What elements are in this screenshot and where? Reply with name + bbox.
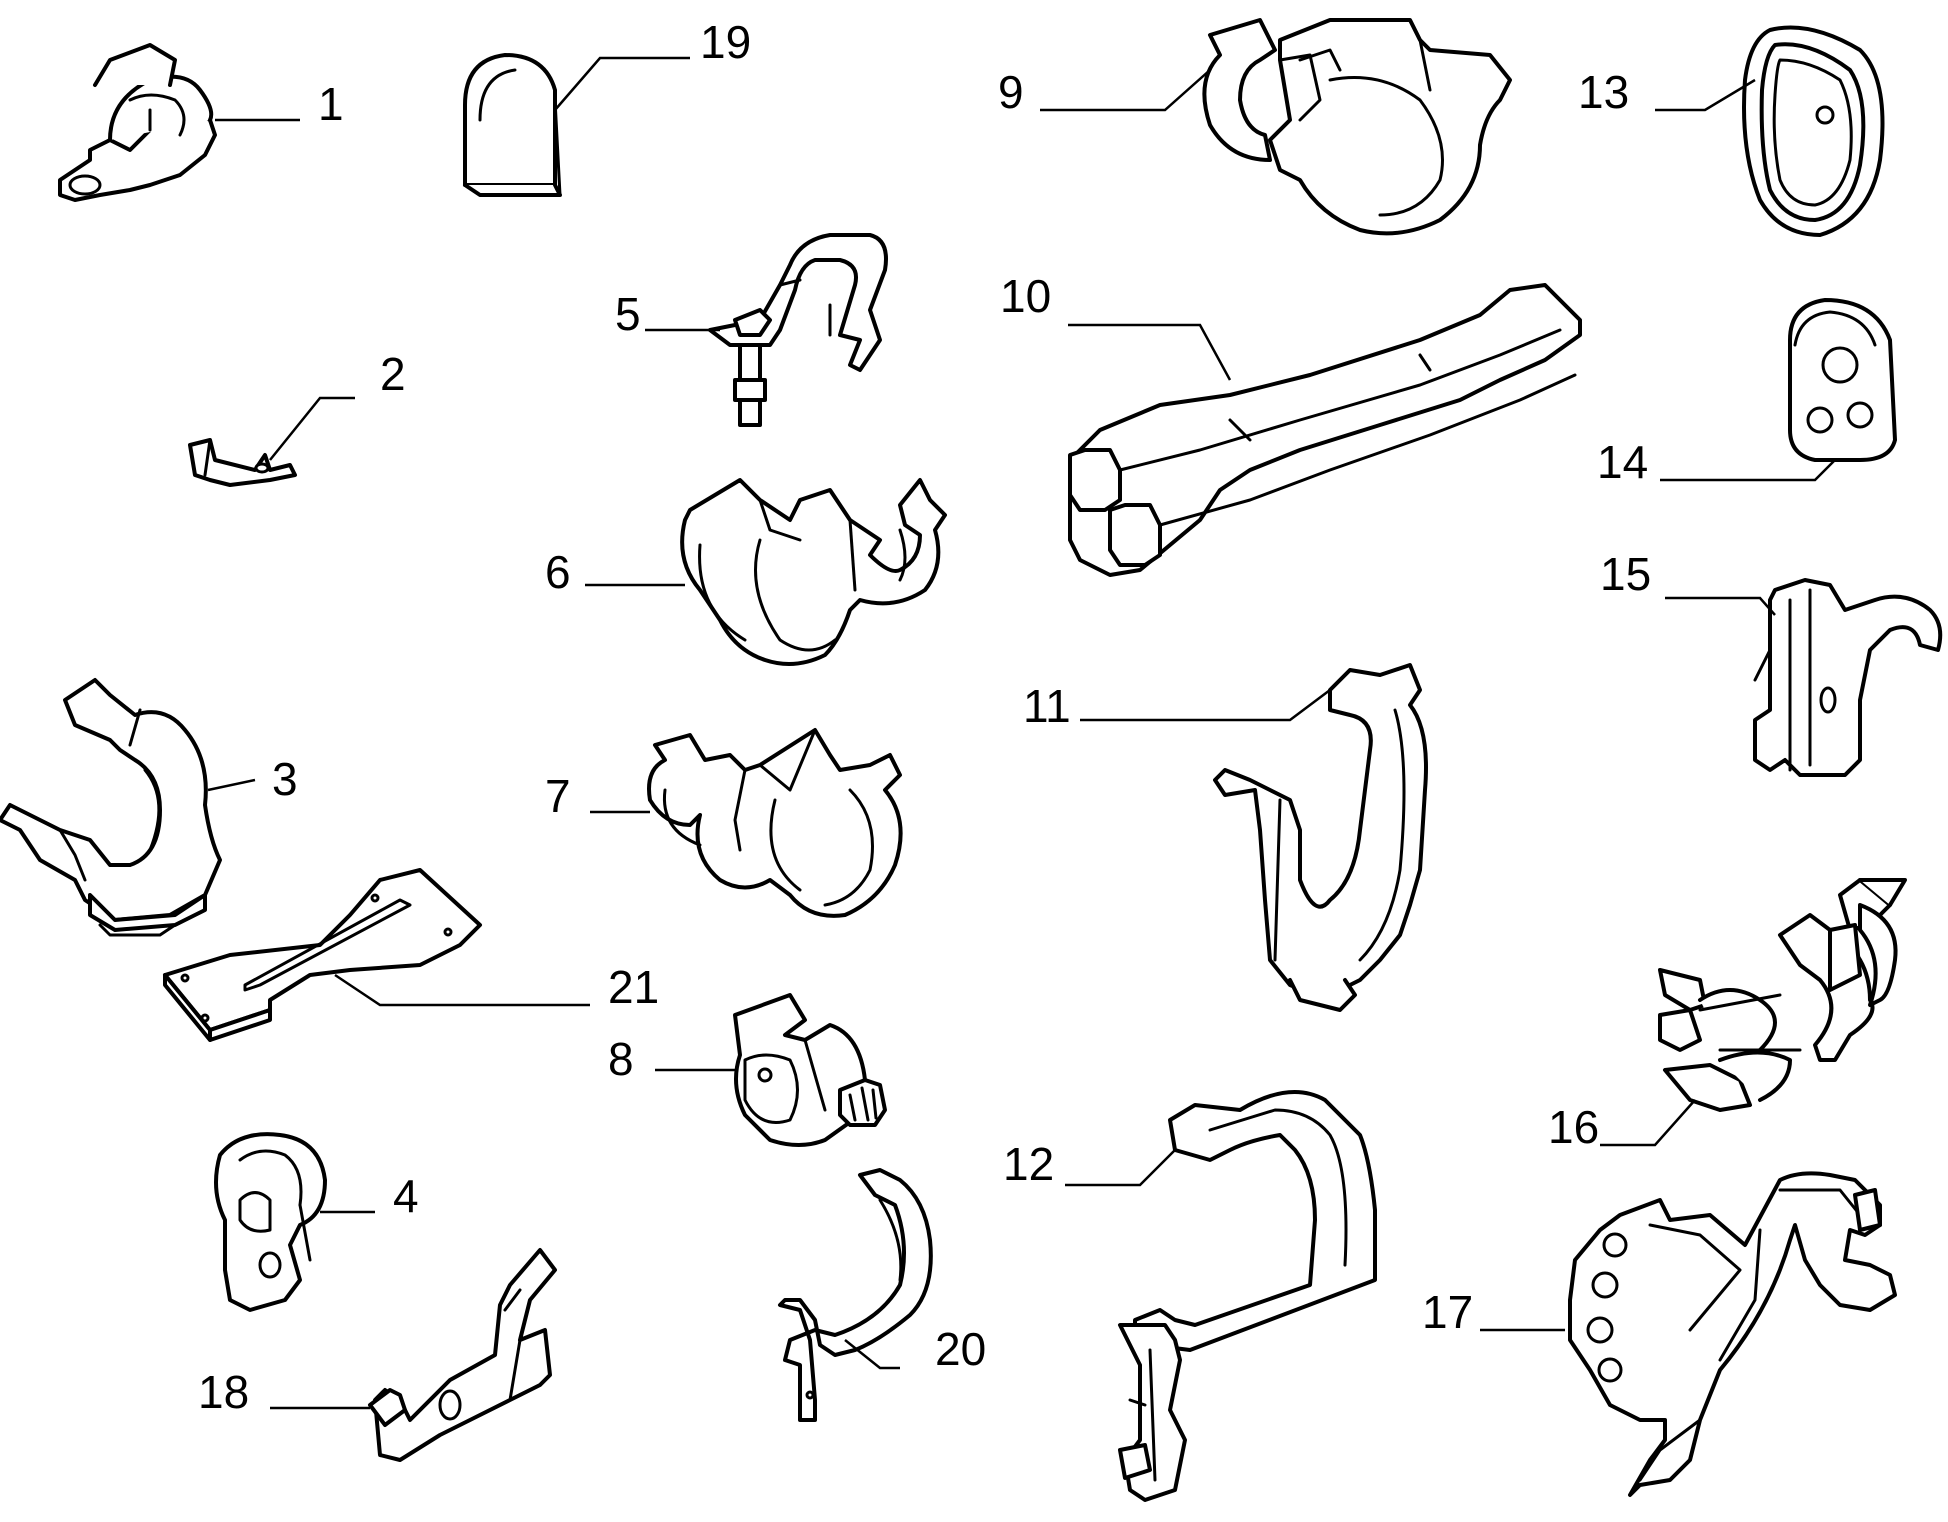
label-9: 9: [998, 66, 1024, 118]
label-6: 6: [545, 546, 571, 598]
leader-12: [1065, 1149, 1176, 1187]
label-20: 20: [935, 1323, 986, 1375]
leader-20: [844, 1339, 900, 1370]
label-12: 12: [1003, 1138, 1054, 1190]
part-18-bent-bracket: [368, 1248, 557, 1462]
part-14-three-hole-grommet: [1788, 298, 1897, 462]
label-18: 18: [198, 1366, 249, 1418]
part-8-clip-with-nut: [733, 993, 887, 1147]
part-5-clamp-with-stud: [708, 233, 888, 427]
part-16-triple-clip: [1658, 878, 1907, 1112]
label-1: 1: [318, 78, 344, 130]
leader-10: [1068, 323, 1232, 381]
leader-16: [1600, 1099, 1696, 1147]
label-10: 10: [1000, 270, 1051, 322]
part-17-multi-pipe-holder: [1568, 1171, 1897, 1497]
leader-15: [1665, 596, 1776, 616]
part-13-oval-grommet: [1742, 25, 1885, 237]
label-17: 17: [1422, 1286, 1473, 1338]
part-7-double-clip: [647, 728, 903, 918]
part-2-small-bracket: [188, 438, 297, 487]
part-1-cable-clip: [58, 43, 217, 202]
label-11: 11: [1023, 680, 1071, 732]
leader-14: [1660, 459, 1836, 482]
label-5: 5: [615, 288, 641, 340]
label-3: 3: [272, 753, 298, 805]
label-4: 4: [393, 1170, 419, 1222]
part-11-hook-clip: [1213, 663, 1428, 1012]
part-19-end-cap: [463, 53, 562, 197]
part-15-hook-bracket: [1753, 578, 1943, 777]
leader-21: [334, 973, 590, 1007]
label-13: 13: [1578, 66, 1629, 118]
part-10-twin-channel-conduit: [1068, 283, 1582, 577]
label-14: 14: [1597, 436, 1648, 488]
label-19: 19: [700, 16, 751, 68]
leader-19: [554, 56, 690, 111]
leader-9: [1040, 69, 1211, 112]
part-4-rubber-clip: [214, 1132, 327, 1312]
part-9-double-clip: [1202, 18, 1512, 236]
leader-11: [1080, 689, 1331, 722]
label-16: 16: [1548, 1101, 1599, 1153]
label-8: 8: [608, 1033, 634, 1085]
label-2: 2: [380, 348, 406, 400]
leader-3: [207, 778, 256, 792]
part-3-cable-clip-with-base: [0, 678, 222, 937]
part-6-double-clip: [680, 478, 947, 666]
part-21-mounting-plate: [163, 868, 482, 1042]
leader-13: [1655, 78, 1756, 112]
label-21: 21: [608, 961, 659, 1013]
part-20-curved-clip: [778, 1168, 933, 1422]
part-12-large-strap-bracket: [1118, 1090, 1377, 1502]
leader-2: [269, 396, 355, 461]
label-15: 15: [1600, 548, 1651, 600]
label-7: 7: [545, 770, 571, 822]
